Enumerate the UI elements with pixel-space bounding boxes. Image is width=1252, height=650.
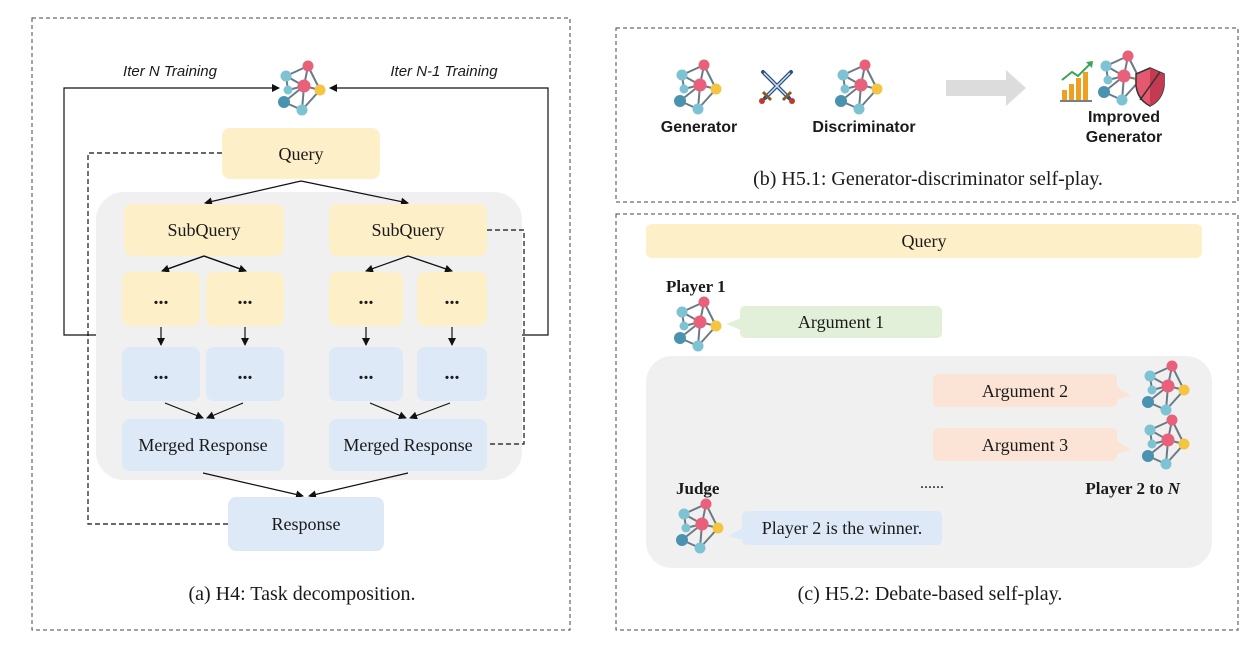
panel-c-border <box>615 213 1239 631</box>
merged-left-label: Merged Response <box>138 435 267 455</box>
iter-n1-label: Iter N-1 Training <box>390 63 498 80</box>
iter-n-loop <box>63 84 280 336</box>
step-box-y2 <box>206 272 284 326</box>
query-box <box>222 128 380 179</box>
merged-right-label: Merged Response <box>343 435 472 455</box>
step-box-b3 <box>329 347 403 401</box>
subquery-right-box <box>329 204 487 256</box>
arrow-merge-r1 <box>369 402 407 419</box>
improved-label-line1: Improved <box>1088 109 1160 126</box>
discriminator-label: Discriminator <box>812 119 915 136</box>
generator-agent-icon <box>673 58 723 116</box>
subquery-right-label: SubQuery <box>372 220 445 240</box>
query-label: Query <box>279 144 324 164</box>
arrow-response-right <box>308 472 409 499</box>
debate-ellipsis: ...... <box>920 475 944 492</box>
debate-query-box <box>646 224 1202 258</box>
arrow-split-right-b <box>407 255 453 273</box>
step-box-y4 <box>417 272 487 326</box>
players-range-n: N <box>1167 479 1181 498</box>
argument2-label: Argument 2 <box>982 381 1068 401</box>
debate-query-label: Query <box>902 231 947 251</box>
panel-b-border <box>615 27 1239 203</box>
subquery-left-label: SubQuery <box>168 220 241 240</box>
arrow-query-subquery-right <box>300 180 409 206</box>
step-box-b4 <box>417 347 487 401</box>
step-dots-b1: ... <box>154 362 169 384</box>
decomposition-region <box>96 192 522 480</box>
response-label: Response <box>272 514 341 534</box>
arrow-merge-r2 <box>409 402 451 420</box>
arrow-query-subquery-left <box>204 180 302 206</box>
step-dots-y2: ... <box>238 287 253 309</box>
step-dots-b2: ... <box>238 362 253 384</box>
argument3-label: Argument 3 <box>982 435 1068 455</box>
step-dots-y4: ... <box>445 287 460 309</box>
arrow-split-left-b <box>203 255 247 273</box>
player1-label: Player 1 <box>666 277 726 296</box>
arrow-merge-l2 <box>206 402 244 419</box>
arrow-right-icon <box>946 70 1026 106</box>
panel-a-border <box>31 17 571 631</box>
arrow-split-left-a <box>161 255 205 273</box>
iter-n1-loop <box>329 84 549 336</box>
query-response-link <box>87 152 228 525</box>
arrow-response-left <box>202 472 304 499</box>
arrow-split-right-a <box>365 255 409 273</box>
panel-a: Iter N Training Iter N-1 Training Query … <box>31 17 571 631</box>
discriminator-agent-icon <box>834 58 884 116</box>
panel-b: Generator Discriminator Improved Generat… <box>615 27 1239 203</box>
step-box-b1 <box>122 347 200 401</box>
argument3-bubble <box>933 428 1131 461</box>
verdict-bubble <box>728 511 942 545</box>
caption-b: (b) H5.1: Generator-discriminator self-p… <box>753 168 1103 190</box>
players-range-prefix: Player 2 to <box>1085 479 1167 498</box>
step-box-y1 <box>122 272 200 326</box>
player1-agent-icon <box>673 295 723 353</box>
verdict-label: Player 2 is the winner. <box>762 518 922 538</box>
subquery-merged-link <box>487 229 525 445</box>
iter-n-label: Iter N Training <box>123 63 218 80</box>
caption-a: (a) H4: Task decomposition. <box>188 583 415 605</box>
step-dots-y3: ... <box>359 287 374 309</box>
step-dots-b3: ... <box>359 362 374 384</box>
panel-c: Query Player 1 Argument 1 Argument 2 Arg… <box>615 213 1239 631</box>
players-range-label: Player 2 to N <box>1085 479 1180 498</box>
step-dots-y1: ... <box>154 287 169 309</box>
growth-chart-icon <box>1060 61 1093 102</box>
step-box-b2 <box>206 347 284 401</box>
subquery-left-box <box>124 204 284 256</box>
response-box <box>228 497 384 551</box>
improved-label-line2: Generator <box>1086 129 1162 146</box>
arrow-merge-l1 <box>164 402 204 420</box>
crossed-swords-icon <box>759 70 795 104</box>
step-dots-b4: ... <box>445 362 460 384</box>
argument1-bubble <box>726 306 942 338</box>
caption-c: (c) H5.2: Debate-based self-play. <box>798 583 1063 605</box>
merged-right-box <box>329 419 487 471</box>
step-box-y3 <box>329 272 403 326</box>
merged-left-box <box>122 419 284 471</box>
judge-label: Judge <box>676 479 720 498</box>
argument2-bubble <box>933 374 1131 407</box>
argument1-label: Argument 1 <box>798 312 884 332</box>
generator-label: Generator <box>661 119 737 136</box>
agent-network-icon <box>277 59 327 117</box>
shield-icon <box>1135 67 1165 107</box>
